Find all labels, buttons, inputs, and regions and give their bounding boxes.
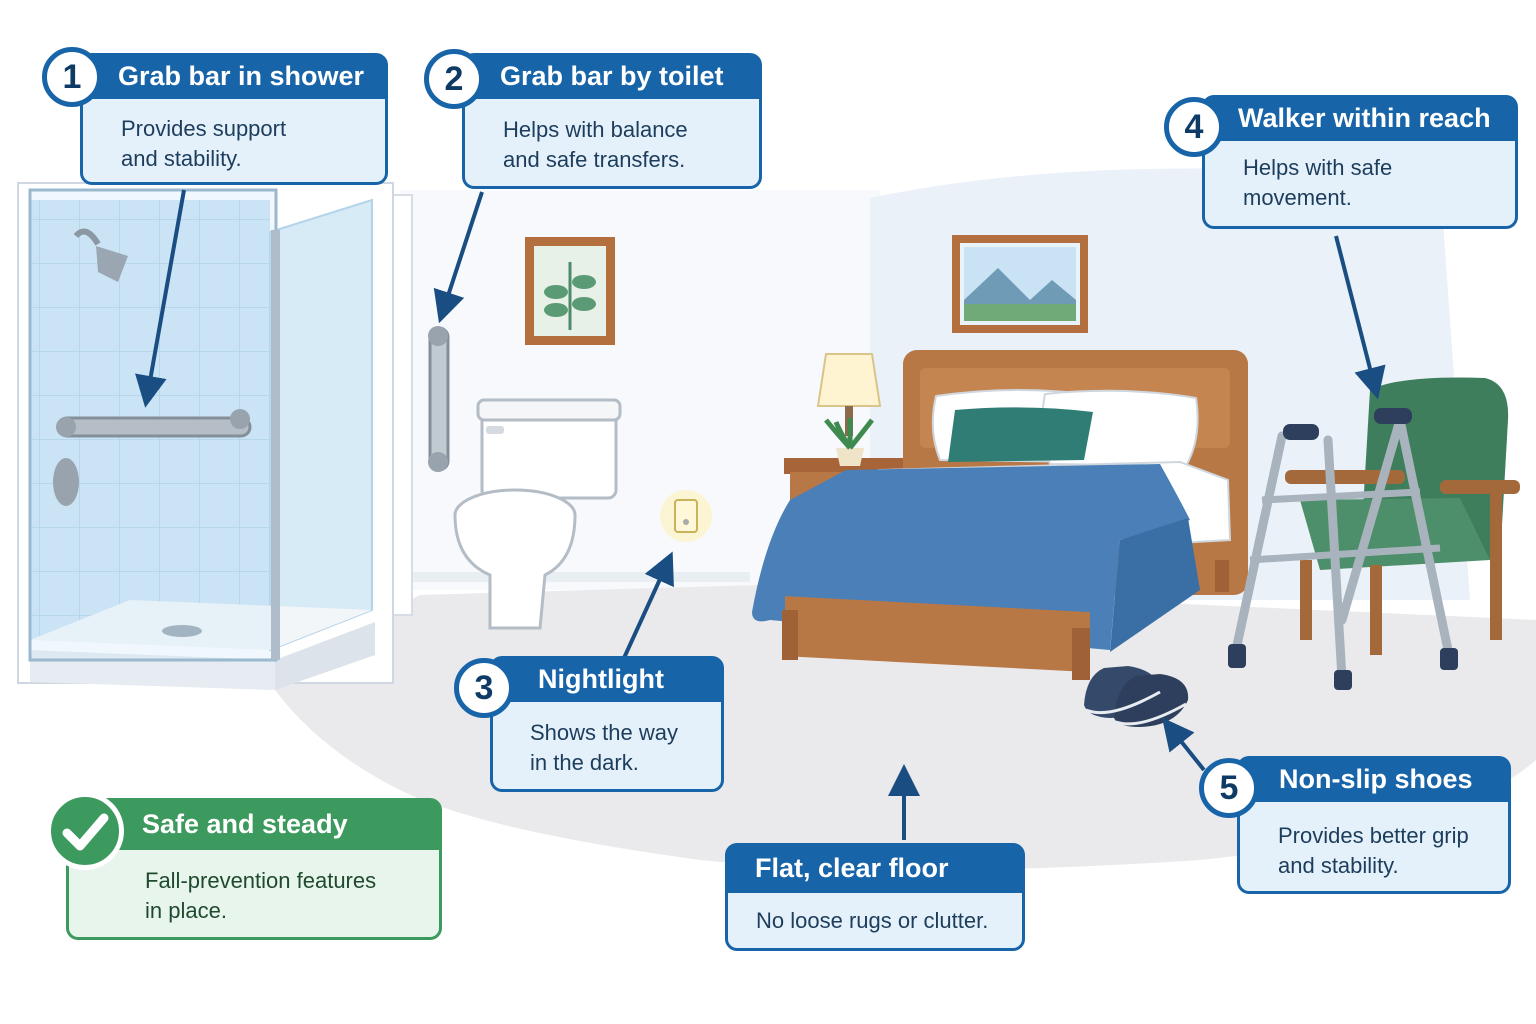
callout-title: Walker within reach [1202,95,1518,141]
callout-text: and stability. [1278,853,1399,878]
step-number-badge: 2 [424,49,484,109]
bed [752,350,1248,680]
callout-body: Provides support and stability. [80,99,388,185]
step-number-badge: 3 [454,658,514,718]
callout-safe-and-steady: Safe and steady Fall-prevention features… [46,792,442,940]
callout-title: Nightlight [490,656,724,702]
callout-nightlight: Nightlight Shows the way in the dark. 3 [454,656,724,792]
shower-head-icon [96,246,128,282]
toilet-grab-bar [428,326,450,472]
callout-title: Grab bar by toilet [462,53,762,99]
callout-text: and safe transfers. [503,147,686,172]
callout-body: Fall-prevention features in place. [66,850,442,940]
callout-walker: Walker within reach Helps with safe move… [1164,95,1518,229]
shower-drain [162,625,202,637]
callout-text: Provides better grip [1278,823,1469,848]
callout-text: Provides support [121,116,287,141]
callout-text: Fall-prevention features [145,868,377,893]
step-number-badge: 4 [1164,97,1224,157]
check-icon [46,792,124,870]
callout-text: in the dark. [530,750,639,775]
callout-text: and stability. [121,146,242,171]
callout-flat-floor: Flat, clear floor No loose rugs or clutt… [725,843,1025,951]
callout-text: Helps with safe [1243,155,1393,180]
arrow-icon [1162,717,1206,772]
callout-title: Non-slip shoes [1237,756,1511,802]
framed-landscape-picture [952,235,1088,333]
arrow-icon [135,189,186,408]
callout-non-slip-shoes: Non-slip shoes Provides better grip and … [1199,756,1511,894]
callout-title: Safe and steady [66,798,442,850]
shower-grab-bar [56,416,252,438]
non-slip-shoes [1084,666,1189,727]
framed-plant-picture [525,237,615,345]
check-icon [62,813,109,851]
callout-text: movement. [1243,185,1352,210]
step-number-badge: 1 [42,47,102,107]
arrow-icon [433,191,484,324]
plant-icon [824,418,874,450]
callout-text: Shows the way [530,720,678,745]
callout-title: Grab bar in shower [80,53,388,99]
walk-in-shower [17,182,413,690]
callout-shower-grab-bar: Grab bar in shower Provides support and … [42,47,388,185]
callout-body: Shows the way in the dark. [490,702,724,792]
callout-text: No loose rugs or clutter. [756,908,989,933]
callout-body: Helps with balance and safe transfers. [462,99,762,189]
callout-text: in place. [145,898,227,923]
arrow-icon [622,551,674,659]
callout-arrows [135,189,1386,840]
toilet [453,398,622,630]
callout-body: No loose rugs or clutter. [725,893,1025,951]
shower-valve [53,458,79,506]
callout-title: Flat, clear floor [725,843,1025,893]
arrow-icon [1334,235,1386,400]
callout-body: Helps with safe movement. [1202,141,1518,229]
callout-toilet-grab-bar: Grab bar by toilet Helps with balance an… [424,49,762,189]
callout-body: Provides better grip and stability. [1237,802,1511,894]
step-number-badge: 5 [1199,758,1259,818]
callout-text: Helps with balance [503,117,688,142]
walker [1228,408,1458,690]
nightlight [660,490,712,542]
